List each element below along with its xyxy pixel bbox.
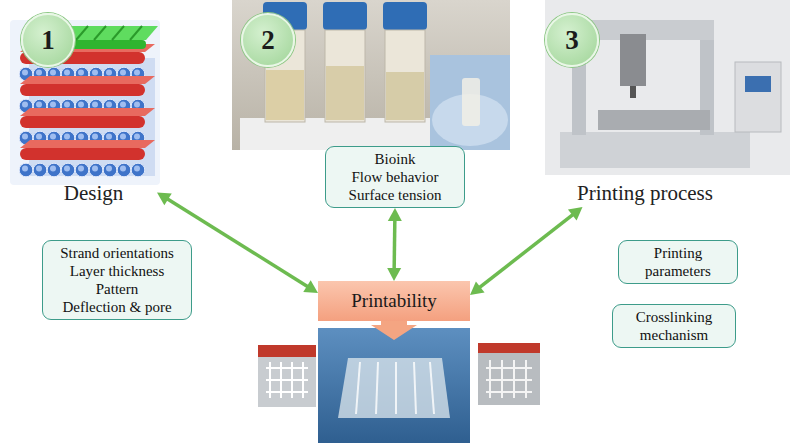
factor-text: Layer thickness [49, 262, 185, 280]
factor-box: Crosslinking mechanism [612, 304, 736, 348]
printer-photo [735, 62, 781, 132]
scaffold-photo [376, 362, 378, 414]
bioink-photo [232, 0, 510, 150]
bioink-photo [325, 30, 365, 122]
factor-text: Strand orientations [49, 244, 185, 262]
scaffold-photo [478, 343, 540, 405]
double-arrow [470, 207, 583, 295]
panel-label: Design [64, 181, 124, 205]
scaffold-photo [430, 362, 434, 414]
arrow-head [387, 268, 401, 281]
step-number: 1 [41, 27, 55, 54]
arrow-head [470, 281, 485, 295]
arrow-line [392, 219, 396, 270]
arrow-head [388, 208, 402, 221]
bioink-photo [326, 66, 364, 120]
arrow-head [568, 207, 583, 221]
factor-text: Crosslinking mechanism [619, 308, 729, 344]
scaffold-photo [338, 358, 450, 418]
scaffold-photo [395, 362, 397, 414]
bioink-photo [430, 55, 510, 150]
panel-label: Printing process [577, 181, 713, 205]
central-box: Printability [318, 281, 470, 321]
step-circle: 2 [241, 13, 295, 67]
printer-photo [545, 0, 790, 175]
factor-box: Printing parameters [618, 240, 738, 284]
bioink-photo [323, 2, 367, 30]
printer-photo [745, 76, 771, 92]
printing-panel: Printing process 3 [540, 0, 790, 207]
printer-photo [598, 110, 710, 130]
arrow-head [157, 193, 172, 206]
lattice-illustration [20, 148, 145, 160]
factor-text: Surface tension [332, 186, 458, 204]
scaffold-photo [486, 367, 532, 369]
lattice-illustration [20, 116, 145, 128]
printer-photo [560, 132, 750, 168]
scaffold-photo [266, 362, 308, 398]
scaffold-photo [486, 360, 532, 398]
design-panel: Design 1 [12, 0, 157, 207]
factor-text: Flow behavior [332, 168, 458, 186]
scaffold-photo [356, 362, 360, 414]
scaffold-photo [478, 343, 540, 405]
factor-box: BioinkFlow behaviorSurface tension [325, 146, 465, 208]
central-label: Printability [351, 290, 437, 313]
scaffold-photo [258, 345, 316, 407]
scaffold-photo [318, 328, 470, 443]
lattice-illustration [112, 26, 124, 40]
lattice-illustration [20, 140, 155, 148]
scaffold-photo [318, 328, 470, 443]
scaffold-photo [258, 345, 316, 357]
scaffold-photo [414, 362, 416, 414]
scaffold-photo [266, 379, 308, 381]
lattice-illustration [20, 108, 155, 116]
step-circle: 3 [545, 13, 599, 67]
scaffold-photo [266, 367, 308, 369]
scaffold-photo [356, 362, 434, 414]
double-arrow [387, 208, 402, 281]
factor-box: Strand orientationsLayer thicknessPatter… [42, 240, 192, 320]
bioink-photo [266, 70, 304, 120]
printer-photo [545, 0, 790, 175]
scaffold-photo [486, 379, 532, 381]
printer-photo [630, 86, 636, 98]
lattice-illustration [130, 26, 142, 40]
arrow-head [303, 280, 318, 293]
arrow-line [479, 214, 574, 288]
scaffold-photo [486, 391, 532, 393]
bioink-photo [386, 72, 424, 120]
bioink-photo [383, 2, 427, 30]
scaffold-photo [478, 343, 540, 353]
lattice-illustration [20, 76, 155, 84]
bioink-photo [462, 78, 480, 126]
down-arrow [371, 321, 417, 340]
factor-text: Bioink [332, 150, 458, 168]
bioink-photo [232, 0, 510, 150]
scaffold-photo [258, 345, 316, 407]
factor-text: Printing parameters [625, 244, 731, 280]
factor-text: Pattern [49, 280, 185, 298]
scaffold-photo [266, 391, 308, 393]
step-number: 2 [261, 27, 275, 54]
lattice-illustration [20, 84, 145, 96]
printer-photo [620, 34, 646, 86]
lattice-illustration [94, 26, 106, 40]
bioink-photo [385, 30, 425, 122]
lattice-illustration [76, 26, 88, 40]
step-number: 3 [565, 27, 579, 54]
step-circle: 1 [21, 13, 75, 67]
factor-text: Deflection & pore [49, 298, 185, 316]
